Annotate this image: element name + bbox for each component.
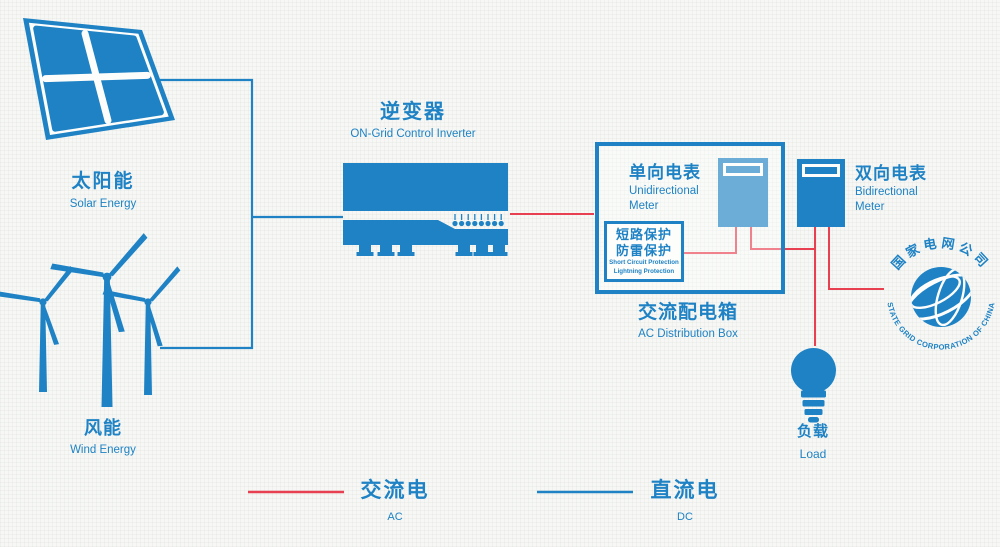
state-grid-cn-text: 国家电网公司 xyxy=(888,235,993,272)
ac-line-meter2-to-grid xyxy=(828,227,884,290)
inverter-title: 逆变器 xyxy=(380,101,446,123)
bidirectional-meter-title: 双向电表 xyxy=(855,164,927,183)
protection-cn-line2: 防雷保护 xyxy=(615,243,672,258)
wind-label: 风能 Wind Energy xyxy=(13,416,193,460)
wind-title: 风能 xyxy=(84,418,122,438)
inverter-bottom-block xyxy=(343,220,508,245)
ac-distribution-box-subtitle: AC Distribution Box xyxy=(638,328,738,340)
load-title: 负载 xyxy=(796,423,829,440)
dc-lines xyxy=(160,78,343,350)
load-subtitle: Load xyxy=(799,447,827,461)
dc-line-sources-trunk xyxy=(160,78,254,350)
legend-ac: 交流电 AC xyxy=(335,478,455,530)
legend-ac-subtitle: AC xyxy=(387,511,403,523)
solar-panel-icon xyxy=(23,18,175,140)
inverter-feet xyxy=(356,245,508,256)
legend-dc: 直流电 DC xyxy=(625,478,745,530)
inverter-label: 逆变器 ON-Grid Control Inverter xyxy=(303,99,523,143)
load-bulb-icon xyxy=(791,348,836,423)
ac-line-protection-to-meter1 xyxy=(684,227,737,254)
legend-ac-title: 交流电 xyxy=(360,479,430,502)
wind-turbine-center xyxy=(50,233,148,407)
inverter-top-block xyxy=(343,163,508,211)
solar-subtitle: Solar Energy xyxy=(69,198,137,210)
solar-label: 太阳能 Solar Energy xyxy=(13,170,193,214)
unidirectional-meter-sub2: Meter xyxy=(629,199,659,212)
solar-title: 太阳能 xyxy=(71,171,135,192)
unidirectional-meter-title: 单向电表 xyxy=(629,163,701,182)
legend-dc-subtitle: DC xyxy=(677,511,693,523)
protection-cn-line1: 短路保护 xyxy=(615,227,672,242)
wind-turbines-icon xyxy=(0,233,181,407)
load-label: 负载 Load xyxy=(753,421,873,465)
protection-en-line1: Short Circuit Protection xyxy=(609,259,679,266)
wind-turbine-right xyxy=(102,266,181,395)
legend-dc-title: 直流电 xyxy=(650,479,720,502)
ac-distribution-box-title: 交流配电箱 xyxy=(637,302,738,323)
unidirectional-meter-icon xyxy=(718,158,768,227)
solar-panel-grid-lines xyxy=(42,30,151,124)
wind-turbine-left xyxy=(0,266,74,392)
ac-distribution-box-label: 交流配电箱 AC Distribution Box xyxy=(588,300,788,343)
inverter-icon xyxy=(343,163,508,256)
bidirectional-meter-sub2: Meter xyxy=(855,200,885,213)
wind-subtitle: Wind Energy xyxy=(70,444,136,456)
protection-en-line2: Lightning Protection xyxy=(613,267,675,275)
bidirectional-meter-icon xyxy=(797,159,845,227)
ac-lines xyxy=(510,213,884,346)
unidirectional-meter-sub1: Unidirectional xyxy=(629,185,699,197)
bidirectional-meter-sub1: Bidirectional xyxy=(855,186,918,198)
inverter-terminals xyxy=(452,214,504,227)
unidirectional-meter-label: 单向电表 Unidirectional Meter xyxy=(629,162,724,213)
protection-box: 短路保护 防雷保护 Short Circuit Protection Light… xyxy=(604,221,684,282)
ac-line-meter1-to-bus xyxy=(750,227,814,250)
bidirectional-meter-label: 双向电表 Bidirectional Meter xyxy=(855,163,950,214)
inverter-subtitle: ON-Grid Control Inverter xyxy=(350,128,476,140)
state-grid-logo: 国家电网公司 STATE GRID CORPORATION OF CHINA xyxy=(885,235,996,351)
